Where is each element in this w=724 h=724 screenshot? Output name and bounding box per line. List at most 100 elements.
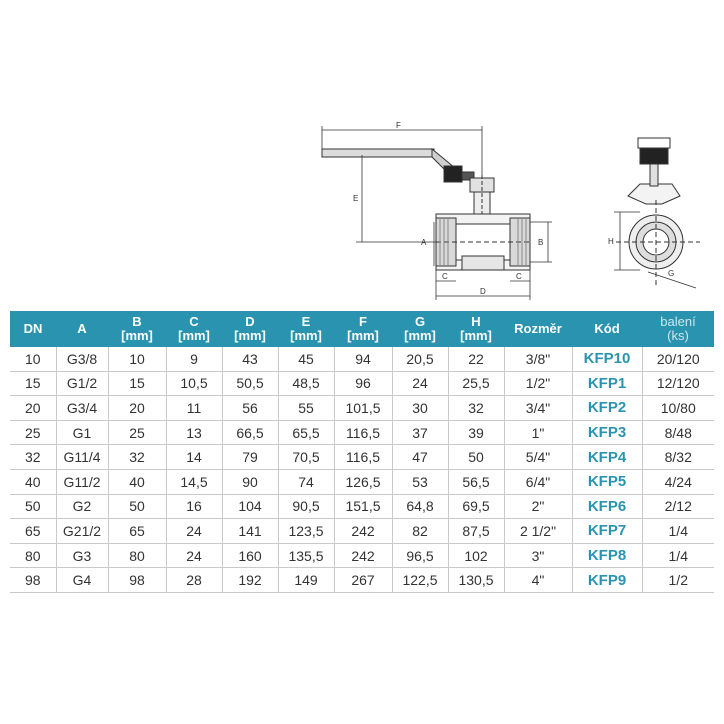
cell-code: KFP1 <box>572 371 643 397</box>
dim-label-f: F <box>396 121 401 130</box>
cell-h: 102 <box>448 543 505 569</box>
cell-h: 25,5 <box>448 371 505 397</box>
valve-body <box>435 213 531 271</box>
header-e: E[mm] <box>278 311 334 347</box>
header-a: A <box>56 311 108 347</box>
header-dn: DN <box>10 311 56 347</box>
dim-label-h: H <box>608 237 614 246</box>
cell-h: 32 <box>448 395 505 421</box>
cell-e: 48,5 <box>278 371 335 397</box>
cell-dn: 80 <box>10 543 57 569</box>
cell-f: 126,5 <box>334 469 393 495</box>
cell-d: 66,5 <box>222 420 279 446</box>
cell-h: 22 <box>448 347 505 372</box>
cell-g: 20,5 <box>392 347 449 372</box>
header-rozmer: Rozměr <box>504 311 572 347</box>
cell-dn: 98 <box>10 567 57 593</box>
cell-f: 151,5 <box>334 494 393 520</box>
cell-packaging: 2/12 <box>642 494 714 520</box>
cell-f: 242 <box>334 518 393 544</box>
cell-h: 130,5 <box>448 567 505 593</box>
cell-size: 1/2" <box>504 371 573 397</box>
cell-c: 28 <box>166 567 223 593</box>
cell-g: 24 <box>392 371 449 397</box>
cell-c: 13 <box>166 420 223 446</box>
cell-d: 141 <box>222 518 279 544</box>
cell-thread: G21/2 <box>56 518 109 544</box>
cell-c: 24 <box>166 518 223 544</box>
cell-f: 242 <box>334 543 393 569</box>
cell-packaging: 4/24 <box>642 469 714 495</box>
cell-packaging: 1/4 <box>642 518 714 544</box>
cell-f: 94 <box>334 347 393 372</box>
cell-size: 2 1/2" <box>504 518 573 544</box>
cell-dn: 25 <box>10 420 57 446</box>
cell-code: KFP9 <box>572 567 643 593</box>
cell-g: 30 <box>392 395 449 421</box>
cell-g: 82 <box>392 518 449 544</box>
cell-thread: G4 <box>56 567 109 593</box>
cell-b: 20 <box>108 395 167 421</box>
header-baleni: balení(ks) <box>642 311 714 347</box>
cell-h: 69,5 <box>448 494 505 520</box>
cell-thread: G11/4 <box>56 444 109 470</box>
cell-b: 32 <box>108 444 167 470</box>
cell-packaging: 8/32 <box>642 444 714 470</box>
cell-thread: G1/2 <box>56 371 109 397</box>
cell-d: 43 <box>222 347 279 372</box>
cell-d: 50,5 <box>222 371 279 397</box>
cell-size: 3" <box>504 543 573 569</box>
cell-g: 47 <box>392 444 449 470</box>
specification-table: DN A B[mm] C[mm] D[mm] E[mm] F[mm] G[mm]… <box>10 311 714 593</box>
cell-c: 10,5 <box>166 371 223 397</box>
cell-d: 160 <box>222 543 279 569</box>
cell-thread: G11/2 <box>56 469 109 495</box>
cell-g: 37 <box>392 420 449 446</box>
cell-d: 192 <box>222 567 279 593</box>
cell-g: 64,8 <box>392 494 449 520</box>
cell-c: 24 <box>166 543 223 569</box>
cell-e: 123,5 <box>278 518 335 544</box>
cell-e: 74 <box>278 469 335 495</box>
header-h: H[mm] <box>448 311 504 347</box>
cell-e: 135,5 <box>278 543 335 569</box>
header-b: B[mm] <box>108 311 166 347</box>
cell-g: 53 <box>392 469 449 495</box>
cell-dn: 50 <box>10 494 57 520</box>
cell-dn: 15 <box>10 371 57 397</box>
cell-h: 56,5 <box>448 469 505 495</box>
cell-thread: G3/4 <box>56 395 109 421</box>
cell-thread: G1 <box>56 420 109 446</box>
cell-size: 6/4" <box>504 469 573 495</box>
header-d: D[mm] <box>222 311 278 347</box>
cell-code: KFP5 <box>572 469 643 495</box>
dimension-lines <box>321 126 552 300</box>
cell-b: 10 <box>108 347 167 372</box>
cell-h: 87,5 <box>448 518 505 544</box>
cell-d: 79 <box>222 444 279 470</box>
cell-packaging: 1/2 <box>642 567 714 593</box>
valve-handle <box>321 147 475 183</box>
cell-e: 65,5 <box>278 420 335 446</box>
cell-e: 70,5 <box>278 444 335 470</box>
cell-d: 56 <box>222 395 279 421</box>
cell-thread: G3 <box>56 543 109 569</box>
table-header-row: DN A B[mm] C[mm] D[mm] E[mm] F[mm] G[mm]… <box>10 311 714 347</box>
cell-size: 4" <box>504 567 573 593</box>
cell-b: 40 <box>108 469 167 495</box>
cell-c: 9 <box>166 347 223 372</box>
cell-e: 45 <box>278 347 335 372</box>
header-c: C[mm] <box>166 311 222 347</box>
cell-f: 116,5 <box>334 444 393 470</box>
cell-packaging: 8/48 <box>642 420 714 446</box>
cell-b: 65 <box>108 518 167 544</box>
cell-c: 16 <box>166 494 223 520</box>
